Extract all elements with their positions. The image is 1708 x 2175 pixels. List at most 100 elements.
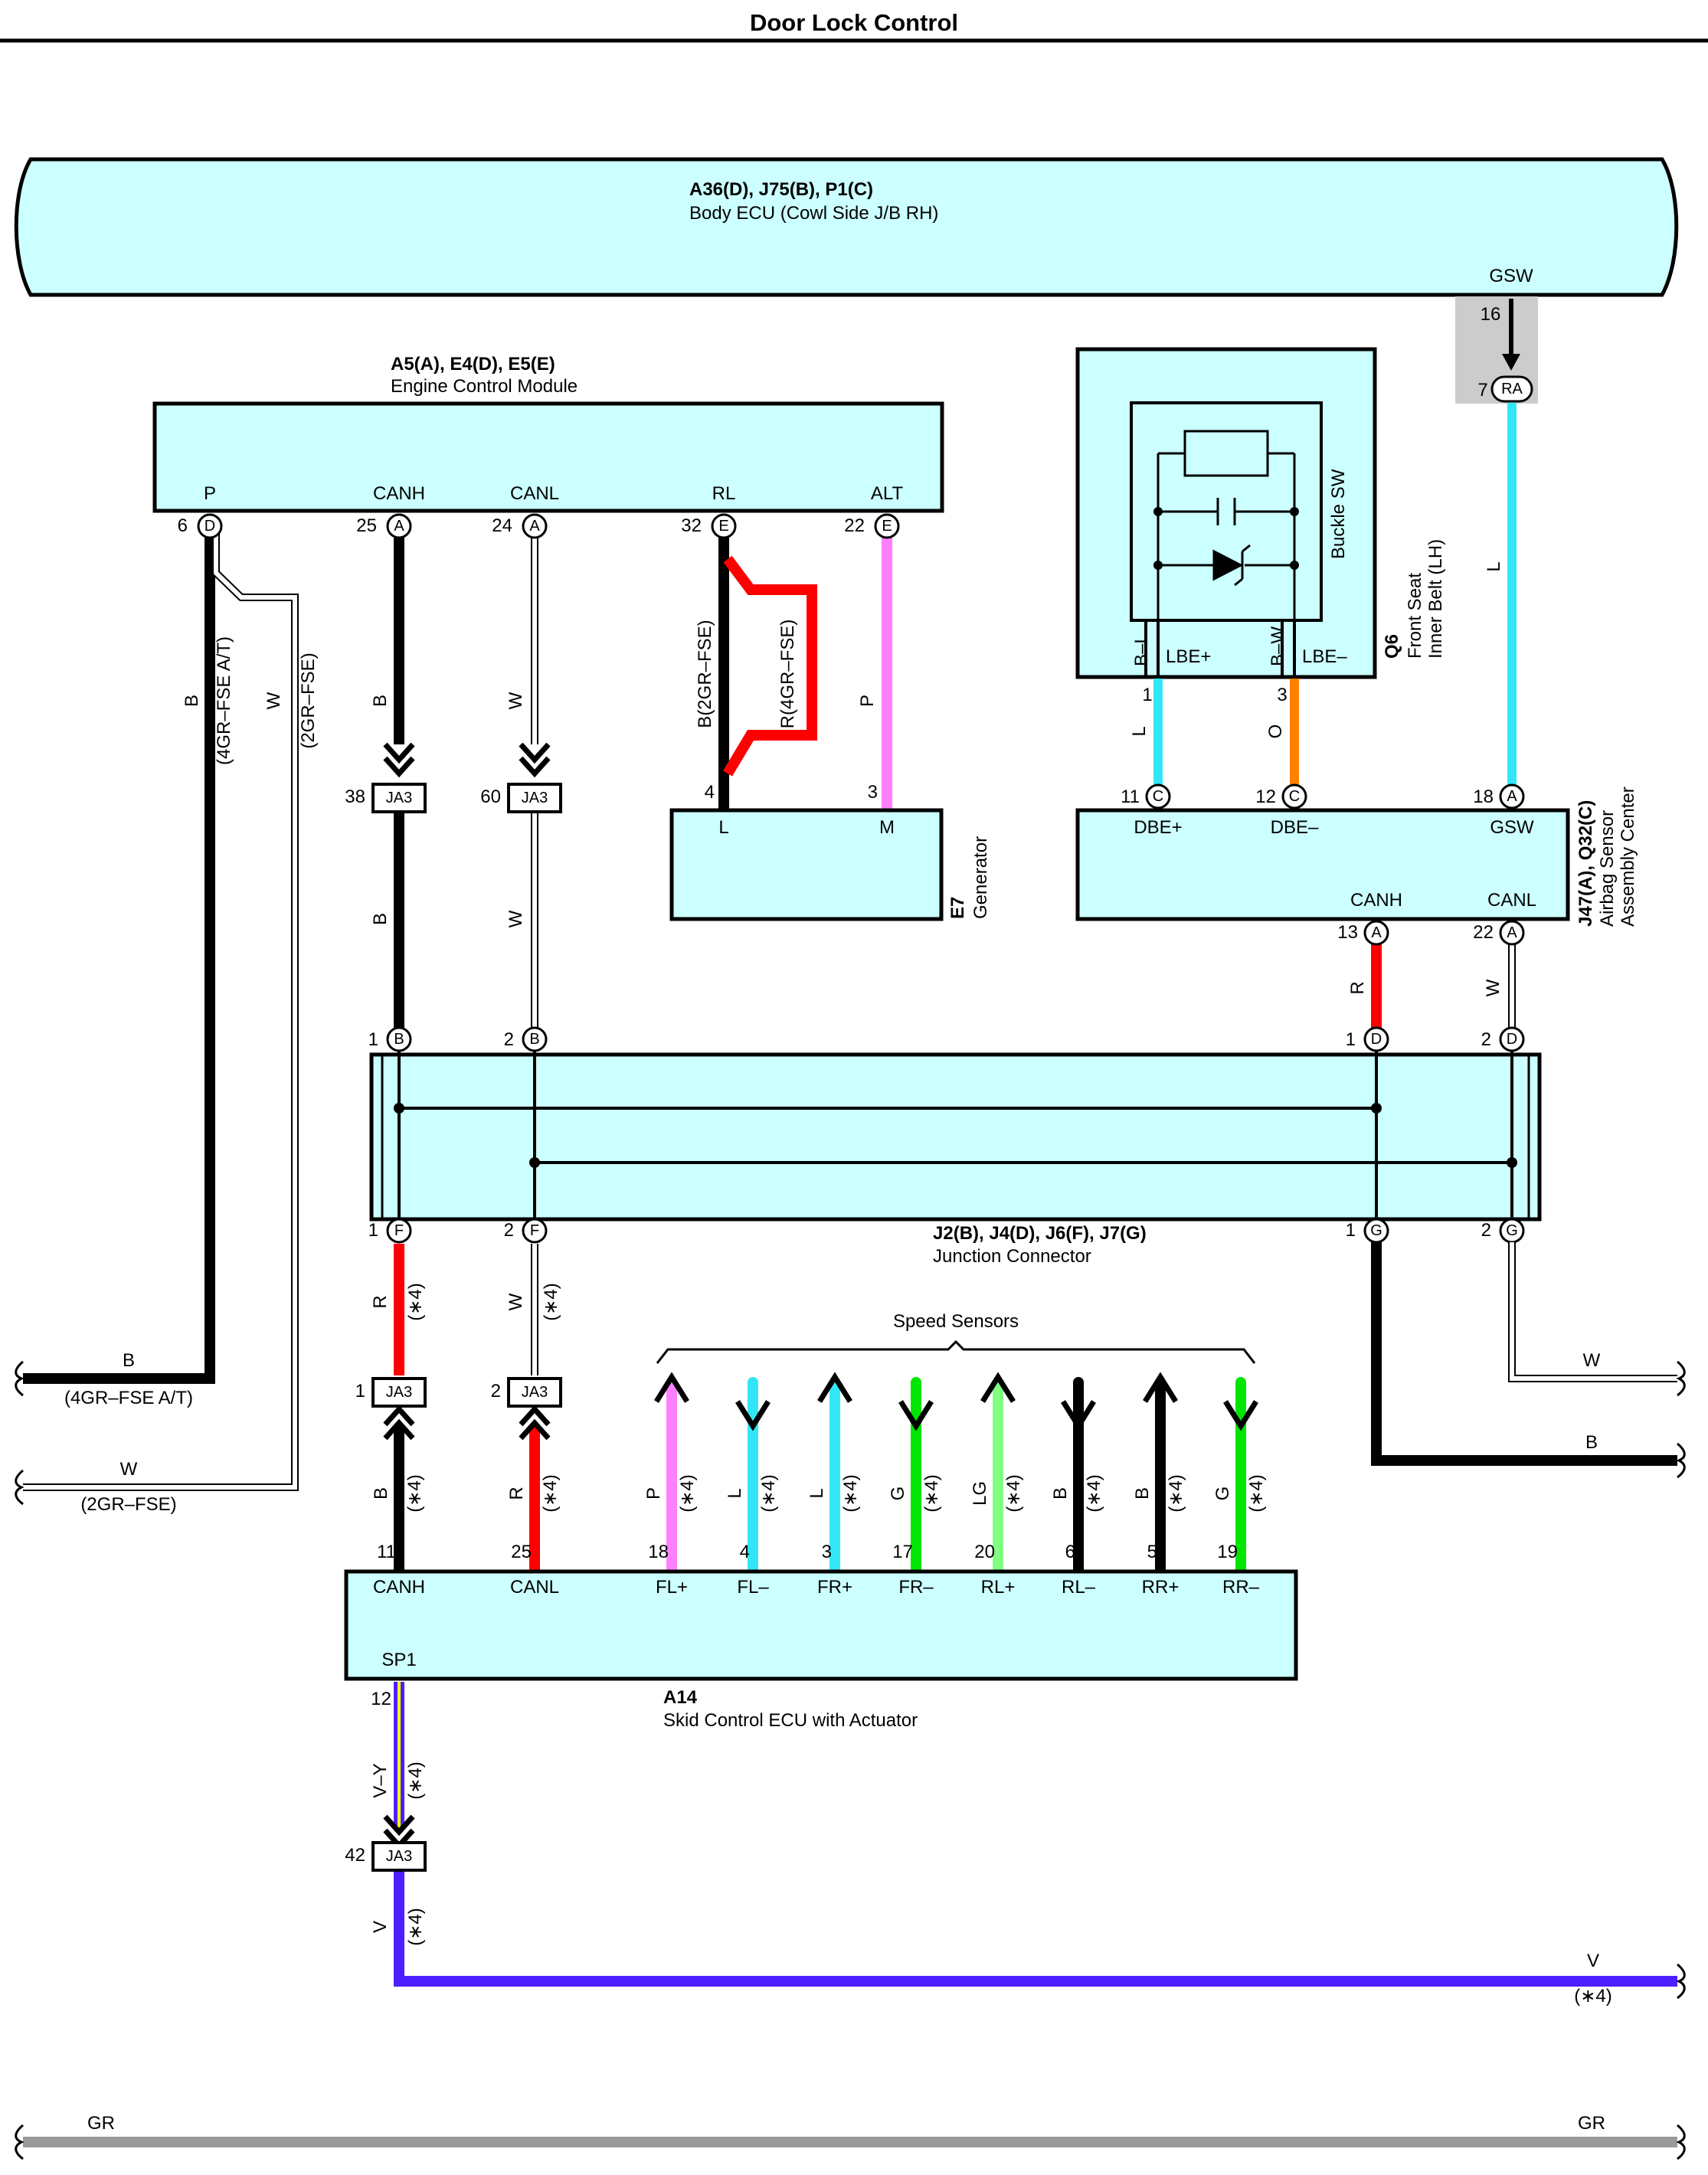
skid-terminal-name: FL+: [656, 1577, 688, 1598]
junction-dots: [394, 1103, 1517, 1168]
skid-ecu-terminals: 11CANH25CANL18FL+4FL–3FR+17FR–20RL+6RL–5…: [373, 1542, 1260, 1598]
q6-name-1: Front Seat: [1405, 573, 1425, 659]
svg-text:22: 22: [1473, 922, 1494, 943]
left-w-note: (2GR–FSE): [80, 1494, 176, 1515]
junction-pin-2d: 2 D: [1481, 1026, 1525, 1052]
gsw-cyan-wire-label: L: [1484, 561, 1504, 571]
speed-sensors-brace: [656, 1339, 1256, 1364]
generator-term-m: M: [879, 817, 895, 838]
generator-term-l: L: [718, 817, 728, 838]
ecm-box: [152, 401, 944, 513]
svg-text:1: 1: [355, 1381, 365, 1401]
svg-text:D: D: [1371, 1031, 1382, 1048]
left-b-label: B: [123, 1350, 135, 1371]
skid-ecu-box: [344, 1569, 1298, 1681]
ecm-canl-wire-color: W: [506, 692, 526, 709]
skid-wire-note: (∗4): [1246, 1474, 1267, 1512]
skid-sp1-label: SP1: [381, 1650, 416, 1670]
skid-terminal-name: CANH: [373, 1577, 425, 1598]
ecm-p-white-wire: [23, 532, 299, 1491]
svg-text:2: 2: [1481, 1029, 1491, 1050]
svg-text:60: 60: [480, 787, 501, 807]
skid-wire-color: G: [888, 1487, 908, 1501]
ra-connector: [1490, 375, 1533, 403]
ecm-canl-arrow: [519, 742, 551, 778]
svg-text:2: 2: [491, 1381, 501, 1401]
junction-pin-1g: 1 G: [1346, 1218, 1389, 1244]
jf-right-wire-note: (∗4): [541, 1283, 561, 1320]
sensor-arrow-up-icon: [654, 1372, 689, 1403]
ecm-w-wire-note: (2GR–FSE): [298, 652, 319, 748]
svg-text:24: 24: [492, 515, 512, 536]
junction-internal-wiring: [398, 1042, 1513, 1230]
airbag-canh-wire-color: R: [1347, 981, 1368, 994]
sensor-arrow-down-icon: [1223, 1400, 1258, 1431]
jf-right-wire-color: W: [506, 1293, 526, 1310]
svg-text:A: A: [1507, 788, 1517, 805]
q6-t1-label: LBE+: [1166, 646, 1211, 667]
svg-text:13: 13: [1337, 922, 1358, 943]
skid-terminal-name: FR–: [898, 1577, 934, 1598]
skid-terminal-name: RR+: [1142, 1577, 1180, 1598]
sensor-arrow-down-icon: [735, 1400, 771, 1431]
skid-wire-color: L: [807, 1488, 827, 1498]
skid-wire-1: R(∗4): [506, 1405, 561, 1572]
canh-mid-wire-color: B: [370, 913, 391, 925]
svg-text:C: C: [1289, 788, 1300, 805]
skid-wire-note: (∗4): [921, 1474, 942, 1512]
svg-text:B: B: [529, 1031, 539, 1048]
body-ecu-ref: A36(D), J75(B), P1(C): [689, 179, 873, 200]
q6-pin1: 1: [1142, 685, 1152, 705]
gr-wire-label-left: GR: [87, 2113, 115, 2134]
sensor-arrow-up-icon: [817, 1372, 852, 1403]
skid-wire-note: (∗4): [1003, 1474, 1024, 1512]
circuit-dots: [1153, 507, 1299, 570]
skid-wire-note: (∗4): [1084, 1474, 1104, 1512]
svg-text:A: A: [1371, 924, 1382, 941]
v-wire-note-right: (∗4): [1574, 1986, 1611, 2007]
v-wire-color-right: V: [1587, 1951, 1599, 1971]
airbag-terminal-gsw: GSW 18 A: [1473, 783, 1534, 838]
svg-text:JA3: JA3: [386, 1848, 412, 1865]
ecm-p-wire-color: B: [182, 695, 202, 707]
body-ecu-gsw-pin: 16: [1481, 304, 1501, 325]
buckle-sw-label: Buckle SW: [1328, 469, 1349, 559]
q6-name-2: Inner Belt (LH): [1425, 539, 1446, 659]
buckle-switch-circuit: [1157, 430, 1296, 620]
skid-terminal-pin: 5: [1147, 1542, 1157, 1562]
airbag-canh-label: CANH: [1350, 890, 1402, 911]
airbag-ref: J47(A), Q32(C): [1575, 800, 1596, 927]
junction-ref: J2(B), J4(D), J6(F), J7(G): [933, 1223, 1147, 1244]
generator-box: [669, 808, 944, 921]
svg-text:2: 2: [1481, 1220, 1491, 1241]
ecm-ref: A5(A), E4(D), E5(E): [391, 354, 555, 374]
svg-text:D: D: [205, 518, 215, 535]
skid-wire-note: (∗4): [758, 1474, 779, 1512]
junction-name: Junction Connector: [933, 1246, 1091, 1267]
gr-wire-label-right: GR: [1578, 2113, 1605, 2134]
skid-wire-0: B(∗4): [371, 1405, 425, 1572]
ja3-connector-1: 1 JA3: [355, 1377, 427, 1408]
skid-terminal-pin: 18: [648, 1542, 669, 1562]
airbag-terminal-dbe-minus: DBE– 12 C: [1255, 783, 1319, 838]
skid-terminal-name: CANL: [510, 1577, 559, 1598]
jg-white-wire-label: W: [1583, 1350, 1601, 1371]
ecm-rl-red-wire: [722, 555, 817, 777]
jf-left-wire-note: (∗4): [405, 1283, 426, 1320]
svg-text:F: F: [530, 1222, 539, 1239]
skid-terminal-pin: 3: [822, 1542, 832, 1562]
skid-wire-3: L(∗4): [725, 1377, 779, 1577]
svg-text:22: 22: [844, 515, 865, 536]
generator-pin-m: 3: [868, 782, 878, 803]
v-wire-color-left: V: [370, 1921, 391, 1933]
skid-terminal-pin: 19: [1217, 1542, 1238, 1562]
generator-name: Generator: [970, 836, 991, 919]
skid-wire-note: (∗4): [404, 1474, 425, 1512]
jg-white-wire-core: [1510, 1242, 1677, 1381]
ecm-terminal-rl: RL 32 E: [681, 483, 737, 539]
skid-wire-note: (∗4): [1166, 1474, 1186, 1512]
ecm-p-wire-note: (4GR–FSE A/T): [214, 636, 234, 765]
skid-terminal-name: RR–: [1222, 1577, 1260, 1598]
body-ecu-name: Body ECU (Cowl Side J/B RH): [689, 203, 938, 224]
ecm-name: Engine Control Module: [391, 376, 578, 397]
